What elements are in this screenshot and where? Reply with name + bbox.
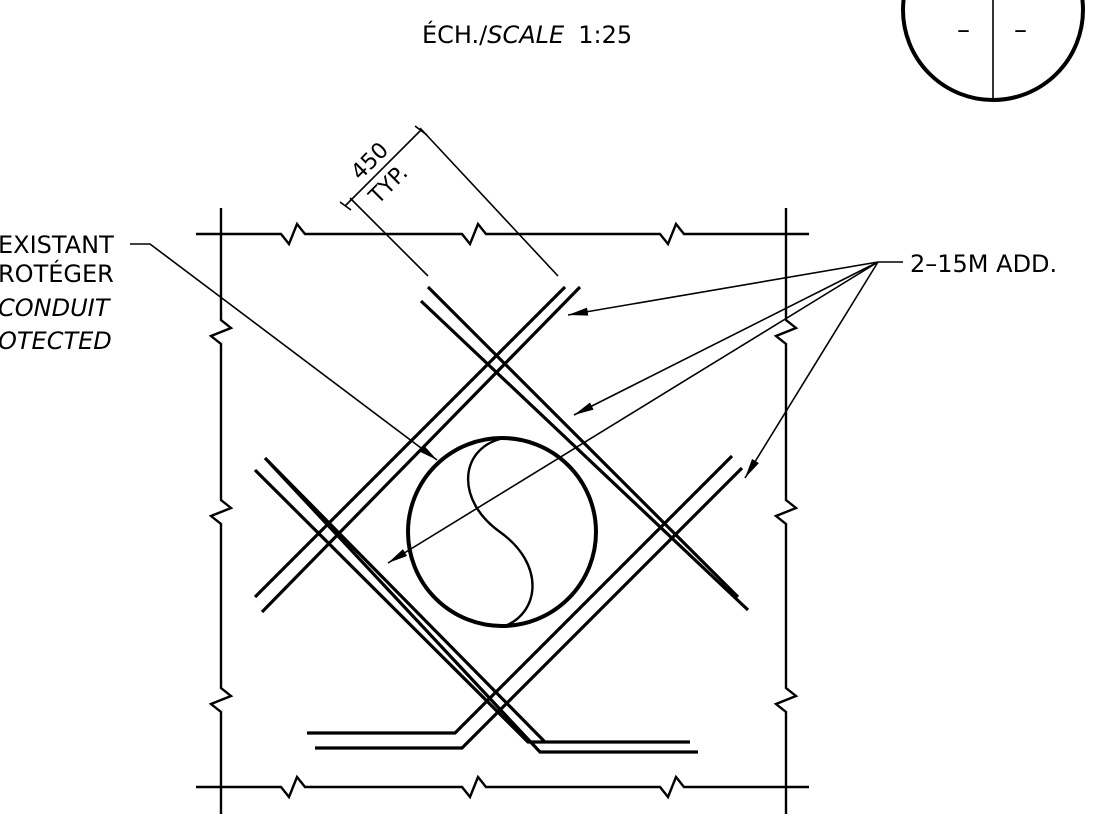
bar-ll-inner bbox=[263, 456, 698, 754]
right-note-label: 2–15M ADD. bbox=[910, 250, 1057, 278]
right-callout: 2–15M ADD. bbox=[387, 250, 1057, 564]
extension-line-right bbox=[419, 127, 559, 277]
right-break-line bbox=[773, 208, 799, 814]
extension-line-left bbox=[349, 197, 429, 277]
left-callout: EXISTANT ROTÉGER CONDUIT OTECTED bbox=[0, 231, 438, 461]
section-mark-left: – bbox=[957, 15, 970, 45]
left-leader bbox=[130, 243, 438, 461]
left-note-line-3: CONDUIT bbox=[0, 294, 112, 322]
reinforcing-bars bbox=[253, 285, 750, 754]
dimension-line bbox=[344, 129, 422, 207]
section-reference-symbol: – – bbox=[901, 0, 1085, 102]
conduit-circle bbox=[406, 436, 598, 628]
scale-italic-label: SCALE bbox=[487, 21, 565, 49]
bar-ll-outer bbox=[253, 468, 690, 744]
left-note-line-1: EXISTANT bbox=[0, 231, 114, 259]
left-note-line-4: OTECTED bbox=[0, 327, 112, 355]
dimension-tick-left bbox=[339, 201, 352, 211]
right-leader-1 bbox=[567, 261, 879, 316]
left-note-line-2: ROTÉGER bbox=[0, 259, 114, 288]
dimension-450: 450 TYP. bbox=[339, 125, 559, 277]
existing-conduit bbox=[406, 436, 598, 628]
bar-lr-outer bbox=[307, 454, 734, 735]
right-leader-3 bbox=[387, 261, 879, 564]
conduit-s-curve bbox=[466, 437, 534, 628]
scale-value: 1:25 bbox=[578, 21, 632, 49]
bar-lr-inner bbox=[315, 466, 744, 750]
bottom-break-line bbox=[196, 774, 809, 800]
bar-ul-inner bbox=[260, 285, 582, 614]
bar-ur-inner bbox=[419, 299, 750, 612]
right-leader-4 bbox=[744, 261, 879, 479]
slab-outline bbox=[196, 208, 809, 814]
bar-ul-outer bbox=[253, 285, 567, 599]
scale-prefix: ÉCH./ bbox=[422, 20, 488, 49]
scale-title: ÉCH./SCALE 1:25 bbox=[422, 20, 632, 49]
top-break-line bbox=[196, 221, 809, 247]
section-mark-right: – bbox=[1014, 15, 1027, 45]
right-leader-2 bbox=[573, 261, 879, 416]
bar-ur-outer bbox=[426, 285, 740, 599]
left-break-line bbox=[208, 208, 234, 814]
